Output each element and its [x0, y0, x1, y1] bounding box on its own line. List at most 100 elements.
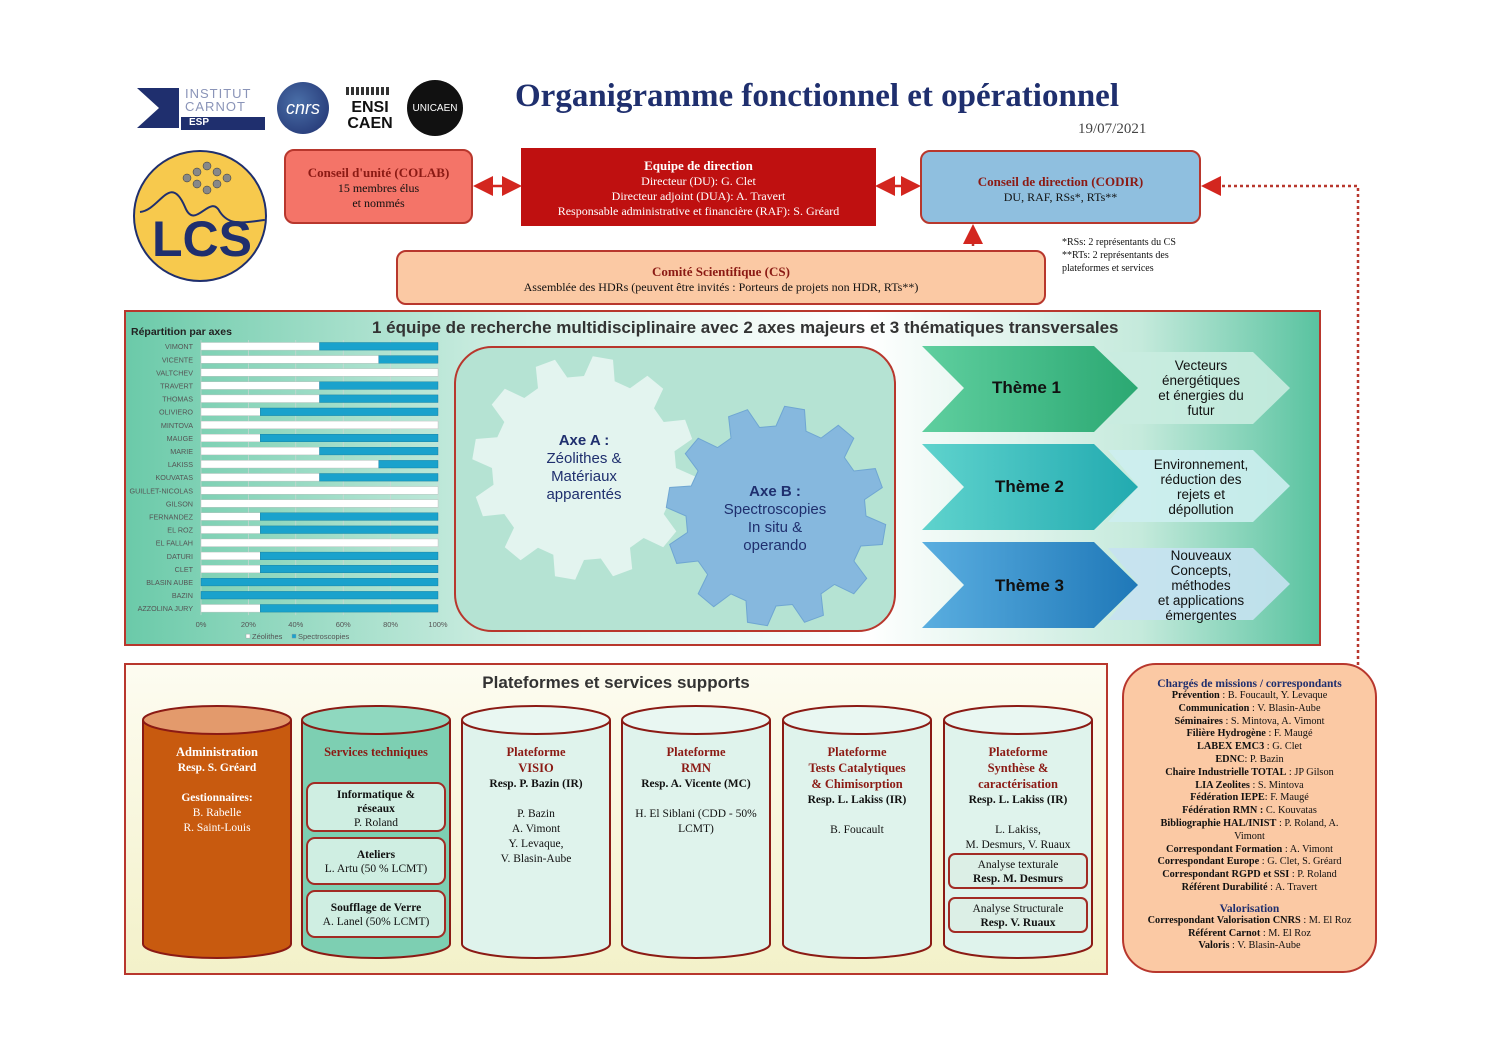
- chart-bar-spectroscopies: [319, 381, 439, 390]
- tests-title2: Tests Catalytiques: [808, 761, 906, 775]
- chart-bar-spectroscopies: [319, 394, 439, 403]
- chart-bar-spectroscopies: [260, 433, 439, 442]
- chart-bar-zeolithes: [200, 538, 439, 547]
- note-line3: plateformes et services: [1062, 263, 1154, 274]
- mission-item-value: : F. Maugé: [1264, 792, 1309, 804]
- carnot-line1: INSTITUT: [185, 86, 252, 101]
- admin-resp: Resp. S. Gréard: [177, 762, 257, 774]
- chart-bar-spectroscopies: [319, 473, 439, 482]
- tests-line1: B. Foucault: [830, 824, 884, 836]
- chart-bar-spectroscopies: [260, 525, 439, 534]
- valorisation-item-value: : M. El Roz: [1260, 927, 1311, 939]
- mission-item: Filière Hydrogène : F. Maugé: [1126, 728, 1373, 741]
- mission-item-key: Prévention: [1171, 690, 1220, 701]
- chart-category-label: FERNANDEZ: [149, 512, 194, 521]
- chart-category-label: AZZOLINA JURY: [138, 604, 194, 613]
- mission-item-value: : P. Bazin: [1244, 753, 1284, 765]
- admin-cylinder: Administration Resp. S. Gréard Gestionna…: [143, 745, 291, 836]
- theme-3-desc-l1: Nouveaux: [1170, 548, 1232, 563]
- mission-item-key: EDNC: [1215, 753, 1245, 765]
- chart-bar-spectroscopies: [260, 551, 439, 560]
- gear-b-shape: [665, 405, 887, 627]
- theme-1-desc-l4: futur: [1187, 403, 1215, 418]
- colab-line2: et nommés: [352, 196, 405, 210]
- mission-item-key: LABEX EMC3: [1197, 741, 1265, 753]
- synth-title1: Plateforme: [988, 745, 1048, 759]
- mission-item-value: : B. Foucault, Y. Levaque: [1219, 690, 1328, 701]
- mission-item-key: Correspondant Europe: [1157, 856, 1260, 868]
- theme-2-desc-l1: Environnement,: [1153, 457, 1249, 472]
- chart-bar-spectroscopies: [260, 604, 439, 613]
- theme-3-desc-l4: et applications: [1157, 593, 1245, 608]
- synth-title3: caractérisation: [978, 777, 1058, 791]
- theme-2-desc-l2: réduction des: [1160, 472, 1242, 487]
- synth-line1: L. Lakiss,: [995, 824, 1041, 836]
- mission-item-value: : A. Travert: [1267, 881, 1318, 893]
- chart-category-label: VICENTE: [162, 355, 193, 364]
- chart-bar-spectroscopies: [260, 564, 439, 573]
- admin-title: Administration: [176, 745, 258, 759]
- axes-chart: 0%20%40%60%80%100%VIMONTVICENTEVALTCHEVT…: [129, 340, 448, 641]
- carnot-line2: CARNOT: [185, 99, 246, 114]
- visio-line3: Y. Levaque,: [508, 838, 564, 850]
- synth-title2: Synthèse &: [987, 761, 1049, 775]
- mission-item-value: : A. Vimont: [1282, 843, 1333, 855]
- chart-xtick: 80%: [383, 620, 398, 629]
- valorisation-item: Correspondant Valorisation CNRS : M. El …: [1126, 915, 1373, 928]
- valorisation-item: Valoris : V. Blasin-Aube: [1126, 940, 1373, 953]
- theme-1-desc: Vecteurs énergétiques et énergies du fut…: [1136, 358, 1266, 418]
- chart-xtick: 20%: [241, 620, 256, 629]
- tech-box-it: Informatique & réseaux P. Roland: [306, 782, 446, 832]
- synth-resp: Resp. L. Lakiss (IR): [968, 794, 1068, 806]
- mission-item-value: : G. Clet, S. Gréard: [1259, 856, 1342, 868]
- visio-line4: V. Blasin-Aube: [500, 853, 572, 865]
- missions-content: Chargés de missions / correspondants Pré…: [1126, 678, 1373, 953]
- mission-item: Vimont: [1126, 831, 1373, 844]
- rmn-cylinder: Plateforme RMN Resp. A. Vicente (MC) H. …: [622, 745, 770, 837]
- axes-chart-title: Répartition par axes: [131, 326, 232, 338]
- mission-item-key: Filière Hydrogène: [1186, 728, 1266, 740]
- chart-bar-spectroscopies: [319, 342, 439, 351]
- chart-legend-swatch: [291, 633, 297, 639]
- colab-line1: 15 membres élus: [337, 181, 420, 195]
- mission-item-value: : V. Blasin-Aube: [1249, 702, 1321, 714]
- rmn-title2: RMN: [681, 761, 711, 775]
- tech-box-ateliers-title: Ateliers: [356, 849, 396, 861]
- logo-lcs: LCS: [133, 150, 267, 282]
- theme-arrows: [922, 346, 1290, 628]
- valorisation-item-key: Correspondant Valorisation CNRS: [1147, 914, 1301, 926]
- page-date: 19/07/2021: [1078, 121, 1147, 137]
- synth-sub1-resp: Resp. M. Desmurs: [972, 873, 1064, 885]
- tech-box-it-line: P. Roland: [353, 817, 399, 829]
- missions-title: Chargés de missions / correspondants: [1157, 678, 1342, 690]
- theme-3-desc: Nouveaux Concepts, méthodes et applicati…: [1136, 548, 1266, 623]
- chart-category-label: MARIE: [170, 447, 193, 456]
- logo-cnrs: cnrs: [277, 82, 329, 134]
- mission-item-key: Correspondant RGPD et SSI: [1162, 869, 1290, 881]
- rmn-title1: Plateforme: [666, 745, 726, 759]
- chart-category-label: VIMONT: [165, 342, 194, 351]
- visio-resp: Resp. P. Bazin (IR): [489, 778, 583, 790]
- mission-item: LABEX EMC3 : G. Clet: [1126, 741, 1373, 754]
- chart-category-label: BLASIN AUBE: [146, 578, 193, 587]
- visio-line2: A. Vimont: [511, 823, 561, 835]
- theme-3-label: Thème 3: [995, 576, 1064, 595]
- chart-category-label: TRAVERT: [160, 381, 193, 390]
- mission-item-value: : S. Mintova, A. Vimont: [1222, 715, 1325, 727]
- chart-bar-spectroscopies: [378, 460, 439, 469]
- valorisation-list: Correspondant Valorisation CNRS : M. El …: [1126, 915, 1373, 953]
- chart-category-label: MINTOVA: [161, 421, 193, 430]
- axe-a-line1: Zéolithes &: [546, 450, 622, 467]
- chart-bar-spectroscopies: [200, 591, 439, 600]
- chart-category-label: GUILLET-NICOLAS: [129, 486, 193, 495]
- theme-1-label: Thème 1: [992, 378, 1061, 397]
- mission-item-value: : P. Roland, A.: [1276, 817, 1339, 829]
- logo-ensicaen: ENSI CAEN: [344, 82, 396, 134]
- tech-box-it-title2: réseaux: [357, 803, 395, 815]
- tests-cylinder: Plateforme Tests Catalytiques & Chimisor…: [783, 745, 931, 838]
- chart-bar-zeolithes: [200, 368, 439, 377]
- logo-institut-carnot: INSTITUT CARNOT ESP: [137, 85, 265, 131]
- chart-bar-zeolithes: [200, 420, 439, 429]
- visio-title1: Plateforme: [506, 745, 566, 759]
- mission-item-value: C. Kouvatas: [1263, 805, 1317, 817]
